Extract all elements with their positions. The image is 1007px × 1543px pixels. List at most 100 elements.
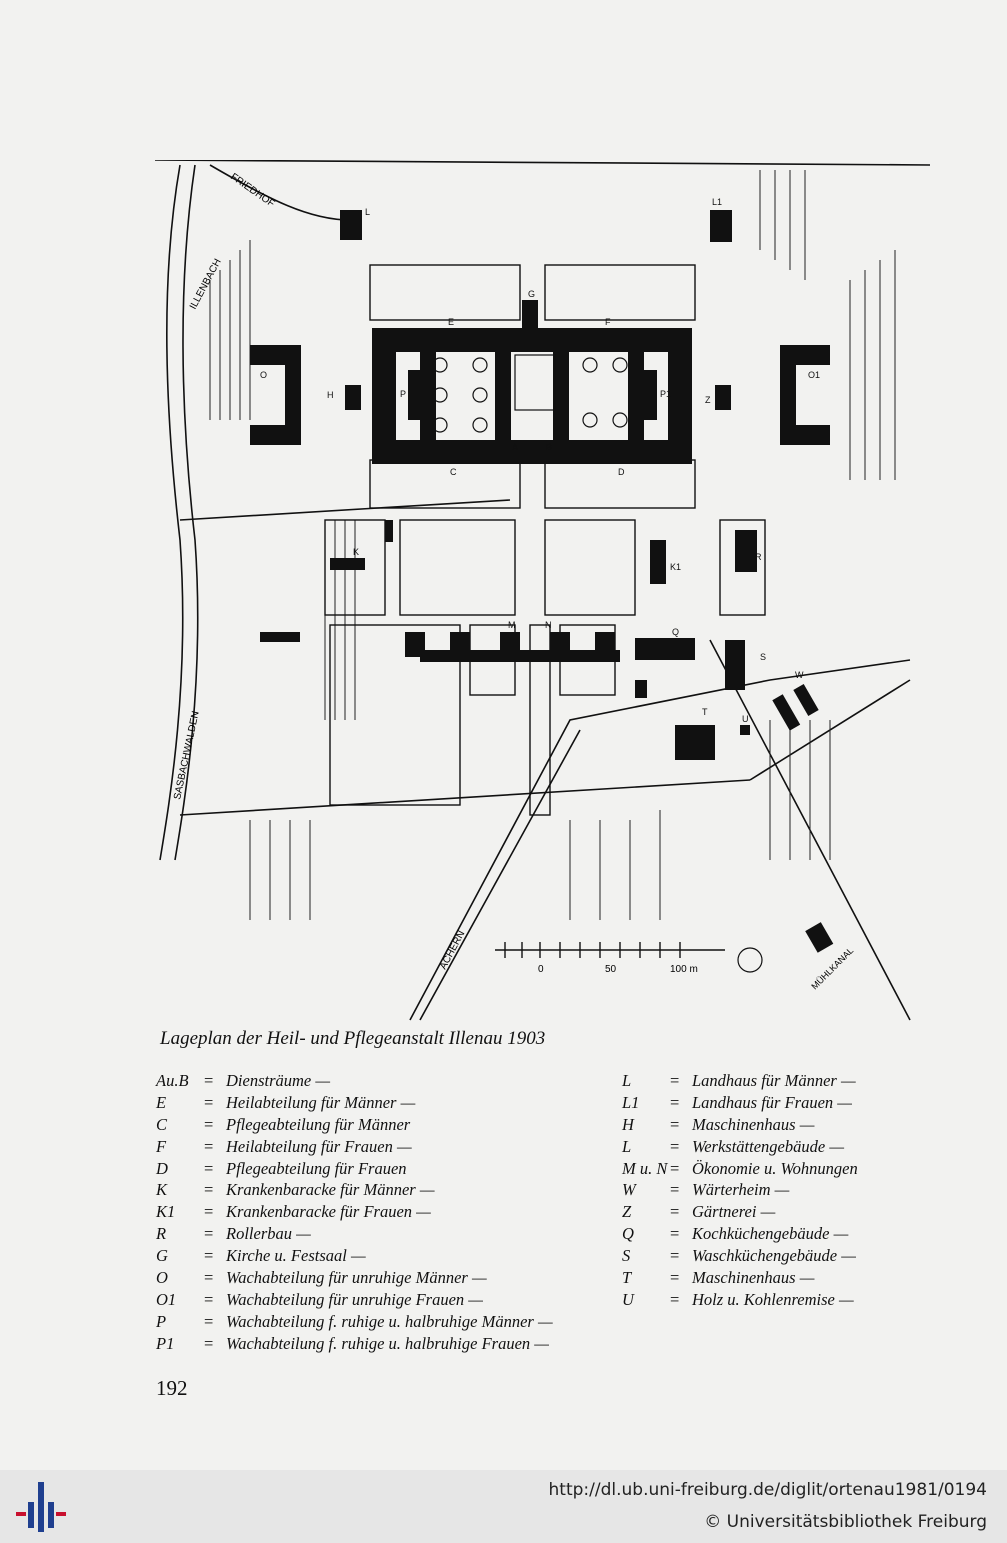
legend-row: F=Heilabteilung für Frauen — [156,1136,553,1158]
legend-equals: = [204,1311,214,1331]
figure-caption: Lageplan der Heil- und Pflegeanstalt Ill… [160,1028,546,1049]
legend-row: E=Heilabteilung für Männer — [156,1092,553,1114]
letter-z: Z [705,395,711,405]
legend-description: Wärterheim — [692,1180,790,1200]
legend-equals: = [670,1071,680,1090]
legend-description: Krankenbaracke für Männer — [226,1180,435,1200]
legend-row: M u. N=Ökonomie u. Wohnungen [622,1158,858,1180]
legend-description: Pflegeabteilung für Männer [226,1114,411,1134]
legend-row: Q = Kochküchengebäude — [622,1223,858,1245]
ub-freiburg-logo-icon [16,1482,66,1532]
letter-h: H [327,390,334,400]
footer-bar: http://dl.ub.uni-freiburg.de/diglit/orte… [0,1470,1007,1543]
document-page: FRIEDHOF ILLENBACH SASBACHWALDEN ACHERN … [154,160,930,1400]
legend-equals: = [204,1158,214,1178]
legend-row: L=Werkstättengebäude — [622,1136,858,1158]
legend-code: W [622,1180,636,1200]
legend-row: H = Maschinenhaus — [622,1114,858,1136]
legend-description: Wachabteilung f. ruhige u. halbruhige Fr… [226,1333,549,1353]
legend-description: Wachabteilung f. ruhige u. halbruhige Mä… [226,1311,553,1331]
label-muehlkanal: MÜHLKANAL [809,945,855,991]
legend-description: Kochküchengebäude — [692,1224,849,1244]
legend-code: K [156,1180,168,1200]
legend-row: L1=Landhaus für Frauen — [622,1092,858,1114]
scale-label-50: 50 [605,964,617,975]
source-url-link[interactable]: http://dl.ub.uni-freiburg.de/diglit/orte… [548,1480,987,1500]
legend-description: Maschinenhaus — [692,1114,815,1134]
legend-description: Diensträume — [226,1071,331,1090]
legend-equals: = [670,1092,680,1112]
legend-equals: = [670,1289,680,1309]
legend-equals: = [670,1268,680,1288]
letter-k: K [353,547,359,557]
site-plan-map: FRIEDHOF ILLENBACH SASBACHWALDEN ACHERN … [154,160,930,1021]
legend-left: Au.B = Diensträume — E=Heilabteilung für Mä… [156,1070,553,1355]
scale-label-0: 0 [538,964,544,975]
letter-p: P [400,389,406,399]
letter-b: B [546,442,552,452]
legend-code: O [156,1268,168,1288]
legend-description: Rollerbau — [226,1224,311,1244]
letter-p1: P1 [660,389,671,399]
letter-k1: K1 [670,562,681,572]
page-number: 192 [156,1376,188,1400]
legend-equals: = [204,1246,214,1266]
legend-code: Au.B [156,1071,189,1090]
legend-code: T [622,1268,632,1288]
legend-row: C = Pflegeabteilung für Männer [156,1114,553,1136]
legend-code: Q [622,1224,634,1244]
legend-equals: = [670,1158,680,1178]
legend-equals: = [670,1246,680,1266]
legend-description: Heilabteilung für Frauen — [226,1136,412,1156]
legend-row: Z=Gärtnerei — [622,1201,858,1223]
legend-code: K1 [156,1202,176,1222]
letter-l1: L1 [712,197,722,207]
legend-code: H [622,1114,634,1134]
building-letters: L L1 G E F O O1 P P1 A B C D K K1 R M N … [260,197,820,724]
legend-code: P1 [156,1333,175,1353]
legend-equals: = [204,1071,214,1090]
legend-equals: = [204,1114,214,1134]
letter-u: U [742,714,749,724]
letter-f: F [605,317,611,327]
legend-row: S = Waschküchengebäude — [622,1245,858,1267]
legend-code: G [156,1246,168,1266]
legend-row: P1=Wachabteilung f. ruhige u. halbruhige… [156,1333,553,1355]
letter-g: G [528,289,535,299]
legend-equals: = [670,1180,680,1200]
legend-code: C [156,1114,168,1134]
legend-row: K=Krankenbaracke für Männer — [156,1179,553,1201]
legend-code: E [156,1092,167,1112]
legend-equals: = [670,1224,680,1244]
legend-description: Gärtnerei — [692,1202,776,1222]
legend-right: L=Landhaus für Männer —L1=Landhaus für F… [622,1070,858,1311]
legend-code: L [622,1071,632,1090]
legend-description: Holz u. Kohlenremise — [692,1289,854,1309]
legend-equals: = [204,1268,214,1288]
letter-c: C [450,467,457,477]
legend-code: R [156,1224,167,1244]
legend-row: R = Rollerbau — [156,1223,553,1245]
main-buildings [250,210,834,953]
legend-row: D=Pflegeabteilung für Frauen [156,1158,553,1180]
legend-description: Waschküchengebäude — [692,1246,856,1266]
legend-code: S [622,1246,631,1266]
legend-equals: = [204,1224,214,1244]
legend-description: Pflegeabteilung für Frauen [226,1158,407,1178]
legend-description: Kirche u. Festsaal — [226,1246,366,1266]
legend-equals: = [670,1114,680,1134]
legend-equals: = [204,1289,214,1309]
label-illenbach: ILLENBACH [188,257,224,311]
legend-description: Maschinenhaus — [692,1268,815,1288]
legend-row: O1=Wachabteilung für unruhige Frauen — [156,1289,553,1311]
legend-row: U=Holz u. Kohlenremise — [622,1289,858,1311]
scale-label-100: 100 m [670,964,698,975]
letter-m: M [508,620,516,630]
legend-description: Wachabteilung für unruhige Frauen — [226,1289,483,1309]
legend-equals: = [670,1136,680,1156]
letter-t: T [702,707,708,717]
letter-o1: O1 [808,370,820,380]
legend-code: L [622,1136,632,1156]
letter-o: O [260,370,267,380]
legend-equals: = [204,1202,214,1222]
